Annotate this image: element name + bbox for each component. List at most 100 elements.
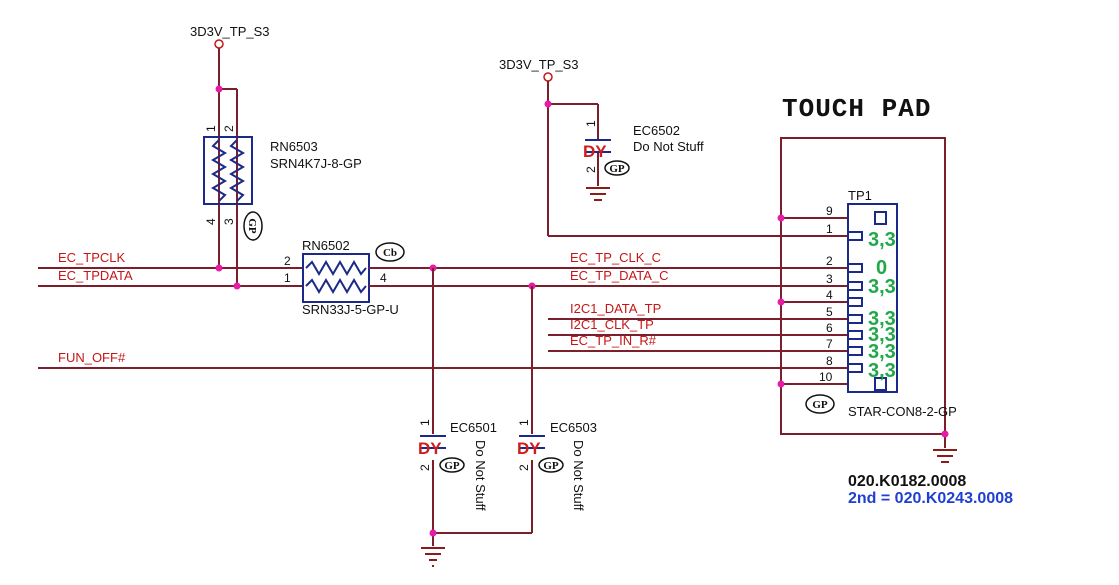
tp1-pin-9: 9: [826, 204, 833, 218]
ec6502-capacitor: [585, 139, 611, 153]
tp1-pin-slot: [848, 231, 863, 241]
tp1-connector-body: [847, 203, 898, 393]
ec6501-note: Do Not Stuff: [473, 440, 488, 511]
ec6502-pin-1: 1: [584, 120, 598, 127]
ec6503-capacitor: [519, 435, 545, 449]
junction-dot: [233, 282, 241, 290]
tp1-pin-3: 3: [826, 272, 833, 286]
junction-dot: [777, 380, 785, 388]
rn6502-pin-2: 2: [284, 254, 291, 268]
rn6503-resistor-network: [203, 136, 253, 205]
net-ec-tpdata: EC_TPDATA: [58, 268, 133, 283]
tp1-voltage-label: 3,3: [868, 341, 896, 363]
junction-dot: [215, 264, 223, 272]
ec6501-pin-1: 1: [418, 419, 432, 426]
rn6503-pin-1: 1: [204, 125, 218, 132]
tp1-pin-slot: [848, 297, 863, 307]
net-ec-tpclk: EC_TPCLK: [58, 250, 126, 265]
connector-internal-wires: [781, 217, 848, 385]
junction-dot: [429, 529, 437, 537]
junction-dot: [215, 85, 223, 93]
net-ec-tp-in-r: EC_TP_IN_R#: [570, 333, 657, 348]
left-net-wires: [38, 267, 302, 287]
ec6503-gp-badge: GP: [538, 457, 564, 473]
ec6503-pin-1: 1: [517, 419, 531, 426]
tp1-voltage-label: 3,3: [868, 324, 896, 346]
rn6502-value: SRN33J-5-GP-U: [302, 302, 399, 317]
tp1-gp-badge: GP: [805, 394, 835, 414]
tp1-pin-10: 10: [819, 370, 833, 384]
rn6503-pin-4: 4: [204, 218, 218, 225]
ec6503-pin-2: 2: [517, 464, 531, 471]
ground-symbol-connector: [933, 449, 957, 463]
main-net-wires: [38, 267, 848, 369]
ec6503-note: Do Not Stuff: [571, 440, 586, 511]
tp1-pin-slot: [848, 330, 863, 340]
tp1-voltage-label: 3,3: [868, 276, 896, 298]
tp1-pin-4: 4: [826, 288, 833, 302]
tp1-voltage-label: 3,3: [868, 229, 896, 251]
rn6503-pin-2: 2: [222, 125, 236, 132]
ec6502-pin-2: 2: [584, 166, 598, 173]
tp1-ref: TP1: [848, 188, 872, 203]
net-i2c1-clk-tp: I2C1_CLK_TP: [570, 317, 654, 332]
net-ec-tp-data-c: EC_TP_DATA_C: [570, 268, 669, 283]
tp1-pin-slot: [848, 314, 863, 324]
rn6502-pin-4: 4: [380, 271, 387, 285]
tp1-pin-slot: [848, 346, 863, 356]
part-number: 020.K0182.0008: [848, 473, 966, 490]
power-port-right: [543, 72, 553, 82]
tp1-value: STAR-CON8-2-GP: [848, 404, 957, 419]
connector-outline: [780, 137, 946, 448]
tp1-pin-1: 1: [826, 222, 833, 236]
tp1-voltage-label: 3,3: [868, 360, 896, 382]
rn6502-ref: RN6502: [302, 238, 350, 253]
rn6503-ref: RN6503: [270, 139, 318, 154]
tp1-voltage-label: 0: [876, 257, 887, 279]
tp1-pin-slot: [848, 363, 863, 373]
rn6503-value: SRN4K7J-8-GP: [270, 156, 362, 171]
tp1-pin-6: 6: [826, 321, 833, 335]
junction-dot: [941, 430, 949, 438]
ec6501-gp-badge: GP: [439, 457, 465, 473]
rn6502-pin-1: 1: [284, 271, 291, 285]
rn6503-pin-3: 3: [222, 218, 236, 225]
rn6502-resistor-network: [302, 253, 370, 303]
ec6502-gp-badge: GP: [604, 160, 630, 176]
ground-symbol-ec6502: [586, 187, 610, 201]
junction-dot: [777, 214, 785, 222]
ec6503-dy-mark: DY: [517, 439, 541, 458]
net-ec-tp-clk-c: EC_TP_CLK_C: [570, 250, 661, 265]
ec6502-note: Do Not Stuff: [633, 139, 704, 154]
junction-dot: [777, 298, 785, 306]
power-label-right: 3D3V_TP_S3: [499, 57, 579, 72]
net-i2c1-data-tp: I2C1_DATA_TP: [570, 301, 661, 316]
tp1-pin-7: 7: [826, 337, 833, 351]
rn6502-cb-badge: Cb: [375, 242, 405, 262]
ec6501-ref: EC6501: [450, 420, 497, 435]
power-label-left: 3D3V_TP_S3: [190, 24, 270, 39]
ec6501-pin-2: 2: [418, 464, 432, 471]
net-fun-off: FUN_OFF#: [58, 350, 126, 365]
ec6501-dy-mark: DY: [418, 439, 442, 458]
ec6502-ref: EC6502: [633, 123, 680, 138]
ec6503-ref: EC6503: [550, 420, 597, 435]
tp1-pin-8: 8: [826, 354, 833, 368]
second-source-part-number: 2nd = 020.K0243.0008: [848, 490, 1013, 507]
rn6503-wires: [218, 48, 238, 286]
ground-symbol-bottom: [421, 547, 445, 567]
ec6501-capacitor: [420, 435, 446, 449]
rn6503-gp-badge: GP: [243, 211, 263, 241]
tp1-pin-slot: [848, 263, 863, 273]
ec6501-ec6503-wires: [432, 268, 533, 546]
svg-text:GP: GP: [444, 460, 460, 472]
ec6502-dy-mark: DY: [583, 142, 607, 161]
svg-text:GP: GP: [812, 399, 828, 411]
svg-text:GP: GP: [543, 460, 559, 472]
svg-text:GP: GP: [609, 163, 625, 175]
tp1-pin-5: 5: [826, 305, 833, 319]
junction-dot: [544, 100, 552, 108]
schematic-title: TOUCH PAD: [782, 94, 931, 124]
power-port-left: [214, 39, 224, 49]
